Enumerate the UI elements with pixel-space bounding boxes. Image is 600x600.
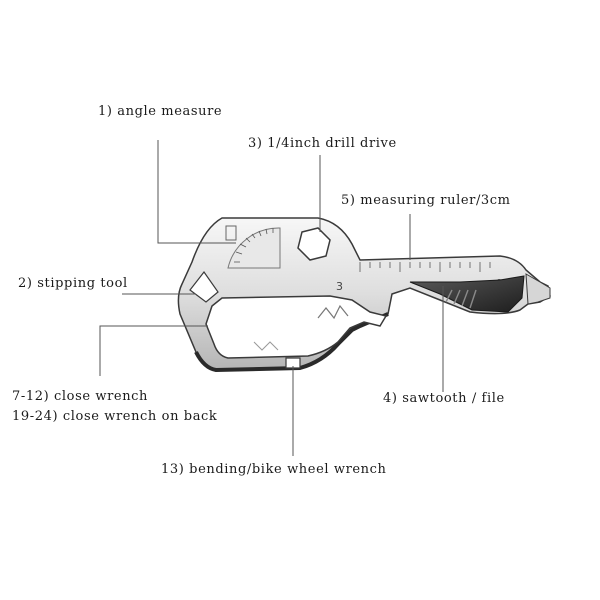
protractor — [225, 225, 281, 269]
ruler-scale — [359, 262, 491, 272]
leader-angle-measure — [157, 140, 236, 244]
label-bending-wrench: 13) bending/bike wheel wrench — [161, 462, 387, 477]
label-close-wrench-back: 19-24) close wrench on back — [12, 409, 218, 424]
label-angle-measure: 1) angle measure — [98, 104, 223, 119]
label-drill-drive: 3) 1/4inch drill drive — [248, 136, 397, 151]
label-stripping-tool: 2) stipping tool — [18, 276, 128, 291]
hex-drill-drive — [297, 227, 331, 261]
label-measuring-ruler: 5) measuring ruler/3cm — [341, 193, 511, 208]
label-close-wrench: 7-12) close wrench — [12, 389, 149, 404]
leader-lines — [99, 140, 444, 456]
sawtooth-file — [409, 273, 551, 313]
ruler-mark-start: 3 — [336, 280, 343, 293]
leader-close-wrench — [99, 325, 208, 376]
label-sawtooth-file: 4) sawtooth / file — [383, 391, 505, 406]
